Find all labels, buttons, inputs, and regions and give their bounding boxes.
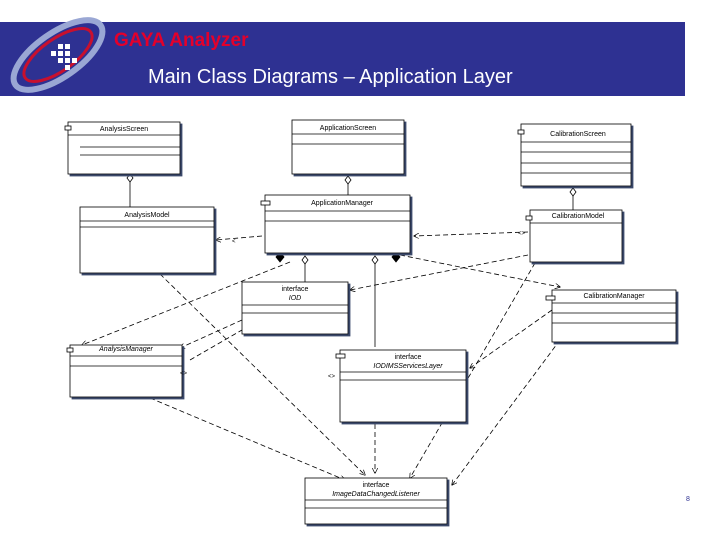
arrow-label: <> [328,374,336,380]
page-title: GAYA Analyzer [114,30,249,51]
class-image-data-changed-listener: interface ImageDataChangedListener [304,477,448,525]
class-name: AnalysisModel [124,212,170,219]
aggregation-diamond [126,173,134,183]
class-name: AnalysisScreen [100,126,148,133]
dep-appmanager-calibmanager [399,254,560,287]
dep-calibmanager-listener [452,339,561,485]
class-iodims-services-layer: interface IODIMSServicesLayer <> [328,349,467,423]
dep-appmanager-analysismanager [82,261,291,345]
class-name: AnalysisManager [98,346,153,353]
class-name: CalibrationManager [583,293,645,300]
dep-analysismanager-listener [149,397,345,480]
class-stereotype: interface [395,354,422,361]
class-stereotype: interface [282,286,309,293]
dep-calibmodel-iod [350,254,529,290]
header-banner [0,22,685,96]
dep-iod-analysismanager [180,319,243,348]
aggregation-diamond [344,175,352,185]
class-application-screen: ApplicationScreen [291,119,405,175]
dep-calibmanager-iodims [470,309,553,368]
page-number: 8 [686,496,690,503]
class-analysis-screen: AnalysisScreen [64,121,181,175]
class-name: CalibrationScreen [550,131,606,138]
composition-diamond [391,251,401,263]
aggregation-diamond [301,255,309,265]
composition-diamond [275,251,285,263]
class-analysis-model: AnalysisModel [79,206,215,274]
class-name: ImageDataChangedListener [332,491,420,498]
class-analysis-manager: AnalysisManager <> [66,344,188,398]
dep-calibmodel-appmanager [414,231,529,236]
page-subtitle: Main Class Diagrams – Application Layer [148,66,513,88]
class-name: IOD [289,295,301,302]
gaya-logo [10,17,106,93]
class-name: ApplicationManager [311,200,374,207]
class-iod: interface IOD [241,281,349,335]
class-name: IODIMSServicesLayer [373,363,443,370]
class-calibration-manager: CalibrationManager [545,289,677,343]
arrow-label: <> [180,371,188,377]
dep-analysismanager-iod [189,329,243,361]
class-stereotype: interface [363,482,390,489]
class-name: ApplicationScreen [320,125,377,132]
dep-calibmodel-listener [410,262,536,478]
class-calibration-model: CalibrationModel <> [518,209,623,263]
dep-appmanager-analysismodel [216,235,263,240]
aggregation-diamond [569,187,577,197]
class-name: CalibrationModel [552,213,605,220]
class-application-manager: ApplicationManager [260,194,411,254]
aggregation-diamond [371,255,379,265]
arrow-label: <> [518,231,526,237]
arrow-label: < [232,239,236,245]
class-calibration-screen: CalibrationScreen [517,123,632,187]
